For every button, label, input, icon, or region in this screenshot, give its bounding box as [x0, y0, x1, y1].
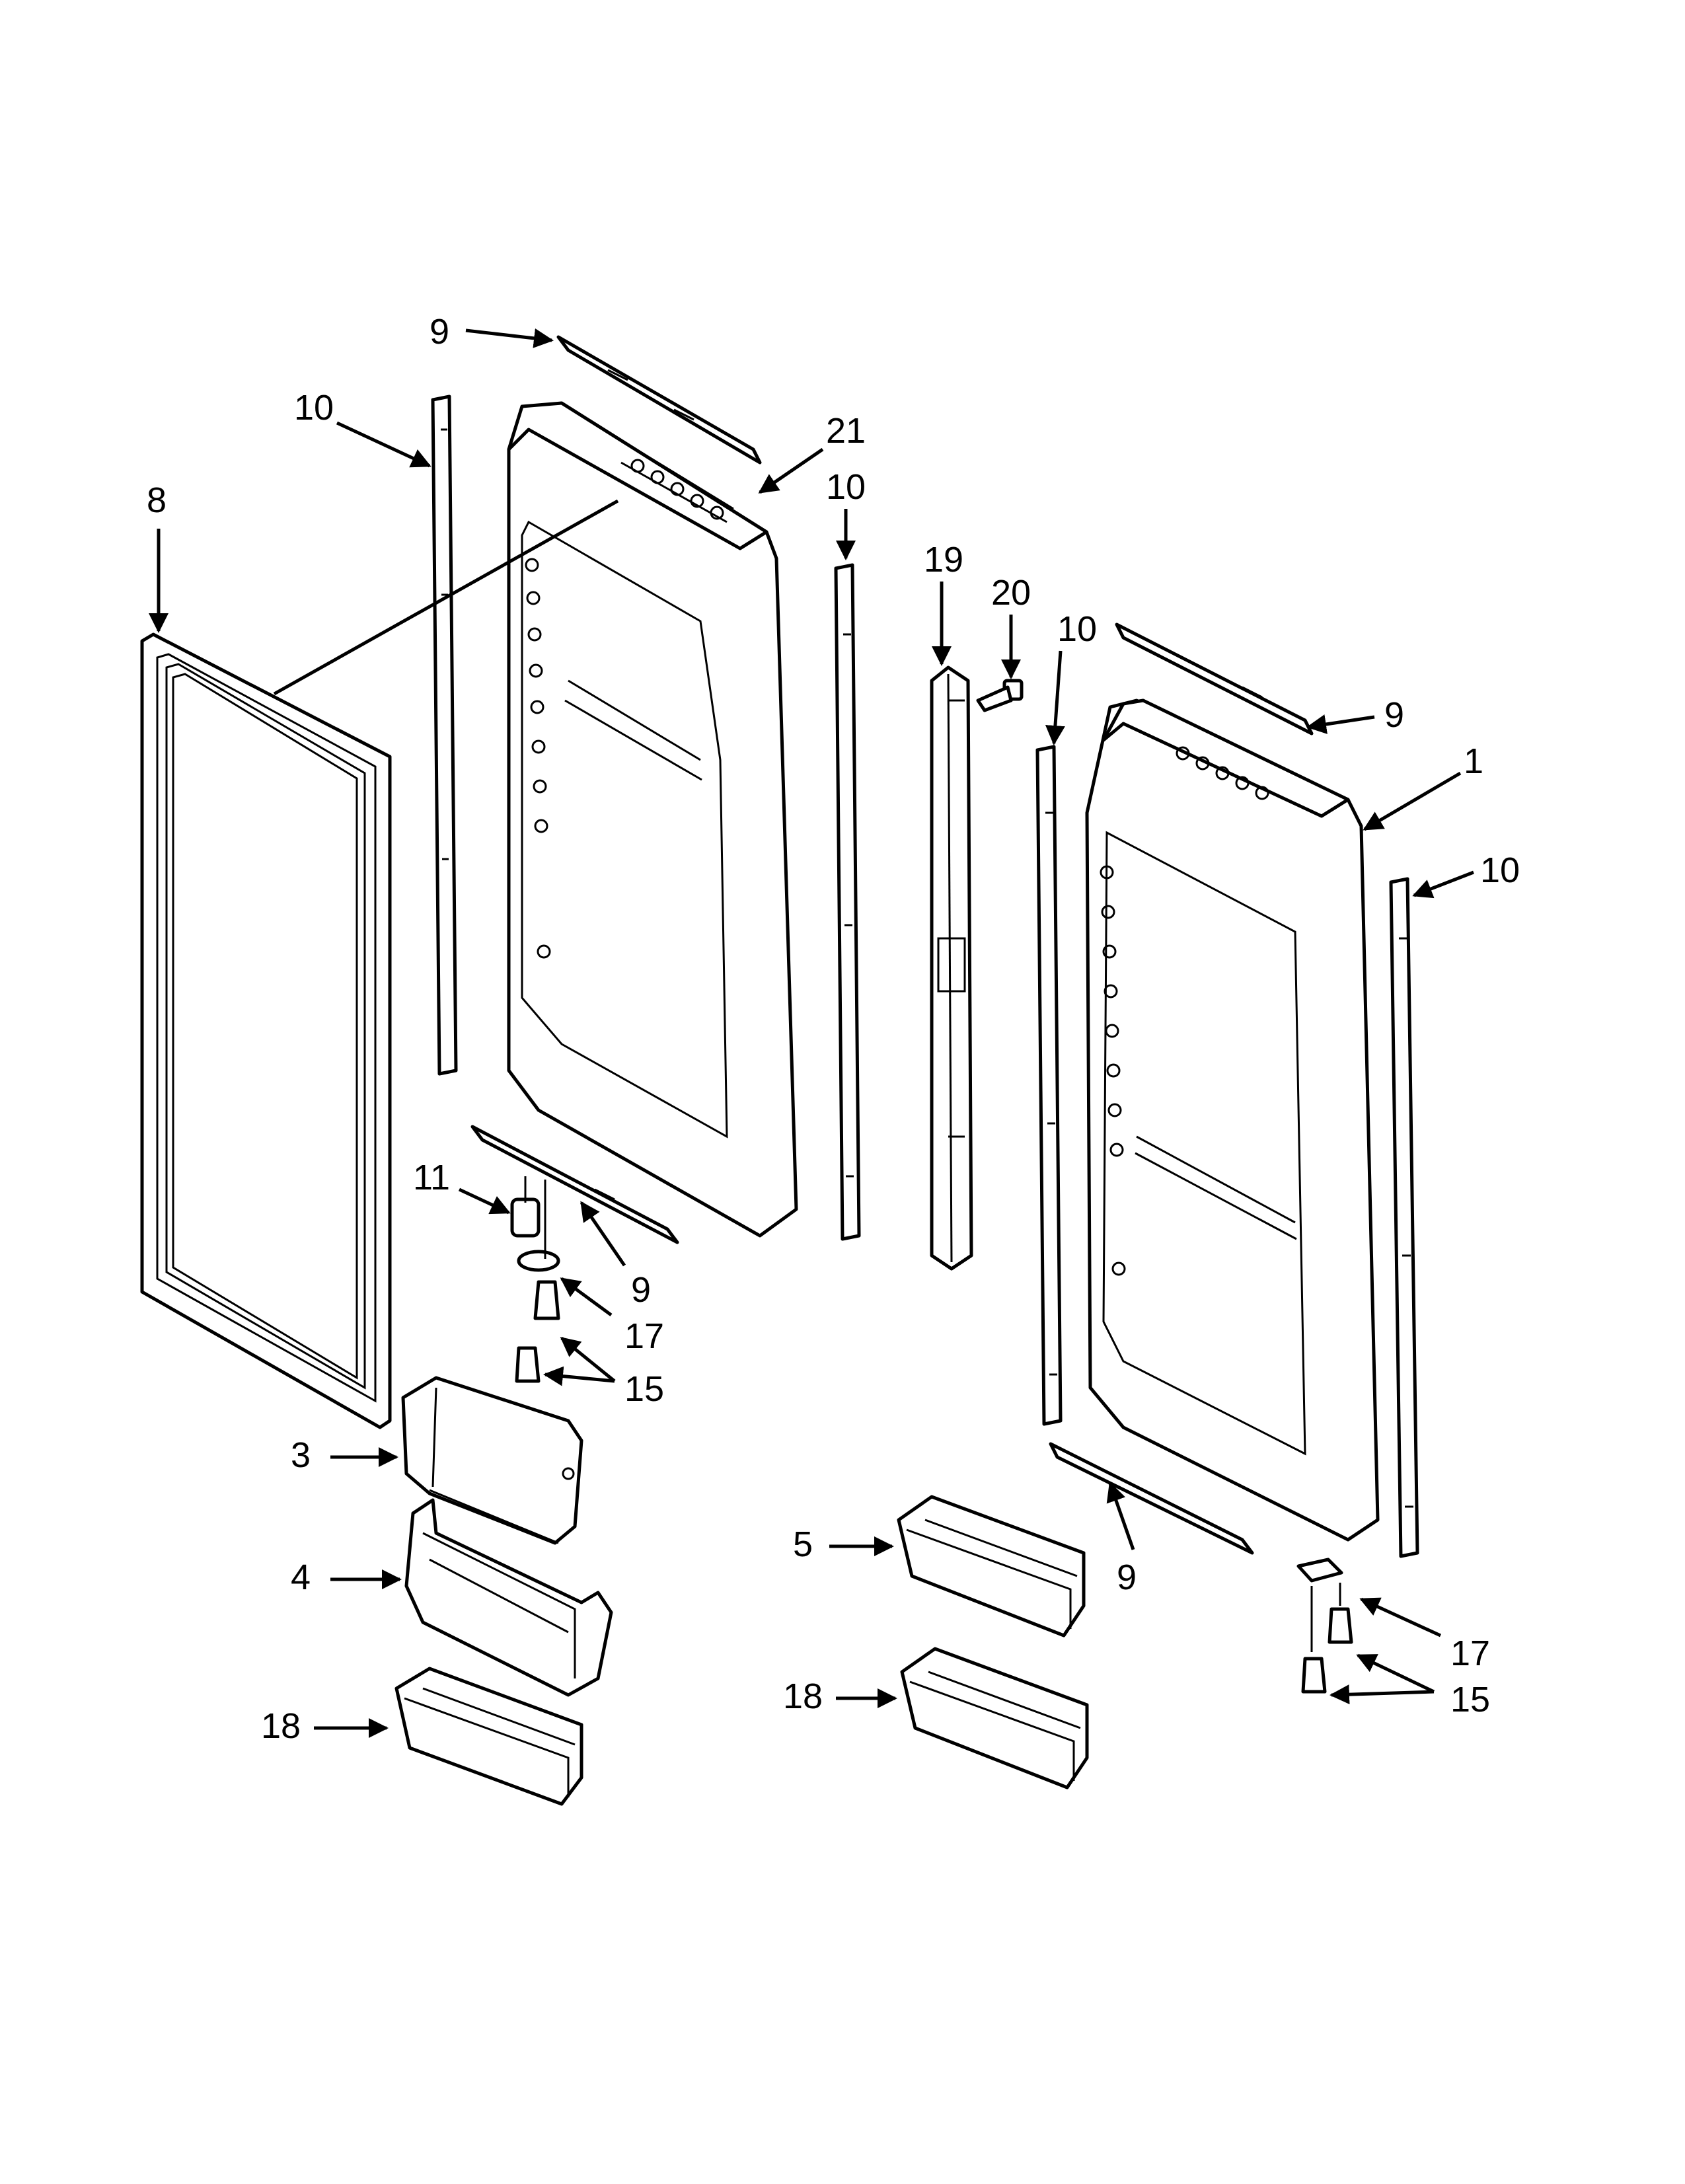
left-door-mid-strip-part — [834, 563, 861, 1241]
callout-9d: 9 — [1117, 1558, 1137, 1597]
arrow-15b-lower — [1329, 1684, 1435, 1705]
center-mullion-part — [930, 665, 973, 1271]
arrow-17b — [1359, 1597, 1442, 1638]
callout-15b: 15 — [1450, 1680, 1490, 1719]
mullion-screw-part — [976, 679, 1024, 712]
right-door-vents — [1176, 746, 1269, 800]
left-door-vents — [630, 459, 724, 520]
callout-9a: 9 — [430, 312, 449, 352]
callout-11: 11 — [413, 1158, 450, 1197]
callout-19: 19 — [924, 540, 963, 580]
arrow-9b — [1306, 714, 1375, 734]
left-lower-bin-part — [394, 1667, 583, 1806]
callout-labels: 9 10 8 21 10 19 20 10 9 1 10 11 9 17 15 … — [147, 312, 1520, 1746]
arrow-17a — [560, 1277, 613, 1317]
right-door-shelf-pegs — [1100, 865, 1126, 1276]
left-hinge-hardware — [510, 1176, 560, 1383]
callout-3: 3 — [291, 1435, 311, 1475]
callout-8: 8 — [147, 480, 167, 520]
callout-1: 1 — [1464, 741, 1483, 781]
left-door-top-trim-part — [556, 335, 762, 465]
callout-10b: 10 — [826, 467, 866, 507]
right-lower-bin-part — [900, 1647, 1089, 1789]
callout-17a: 17 — [624, 1316, 664, 1356]
left-door-bottom-trim-part — [470, 1125, 679, 1244]
callout-4: 4 — [291, 1558, 311, 1597]
arrow-10c — [1045, 650, 1065, 745]
left-hinge-strip-part — [431, 395, 458, 1076]
callout-15a: 15 — [624, 1369, 664, 1409]
arrow-15a-lower — [543, 1366, 615, 1386]
callout-9b: 9 — [1384, 695, 1404, 735]
arrow-9c — [580, 1201, 626, 1267]
arrow-9a — [465, 328, 554, 348]
arrow-9d — [1106, 1482, 1135, 1550]
callout-20: 20 — [991, 573, 1031, 613]
arrow-10a — [336, 421, 431, 468]
callout-10d: 10 — [1480, 850, 1520, 890]
arrow-10d — [1412, 870, 1474, 899]
arrow-15a-upper — [560, 1337, 616, 1382]
callout-18a: 18 — [261, 1706, 301, 1746]
arrow-21 — [758, 447, 824, 494]
right-hinge-hardware — [1296, 1558, 1353, 1694]
callout-5: 5 — [793, 1525, 813, 1564]
projection-line — [273, 499, 619, 696]
left-door-liner-part — [507, 401, 798, 1238]
callout-10a: 10 — [294, 388, 334, 428]
callout-10c: 10 — [1057, 609, 1097, 649]
right-door-bottom-trim-part — [1049, 1442, 1254, 1555]
left-door-shelf-pegs — [525, 558, 551, 959]
door-gasket-part — [140, 632, 392, 1429]
right-upper-bin-part — [897, 1495, 1086, 1638]
right-hinge-strip-part — [1389, 877, 1419, 1558]
callout-17b: 17 — [1450, 1634, 1490, 1673]
door-bin-cover-part — [401, 1376, 583, 1545]
callout-9c: 9 — [631, 1270, 651, 1310]
arrow-11 — [458, 1187, 511, 1215]
callout-21: 21 — [826, 411, 866, 451]
right-door-liner-part — [1085, 698, 1380, 1542]
right-door-left-strip-part — [1035, 745, 1063, 1426]
leader-arrows — [149, 328, 1474, 1738]
door-bin-part — [404, 1498, 613, 1697]
arrow-1 — [1363, 771, 1462, 831]
arrow-15b-upper — [1356, 1653, 1435, 1694]
callout-18b: 18 — [783, 1676, 823, 1716]
